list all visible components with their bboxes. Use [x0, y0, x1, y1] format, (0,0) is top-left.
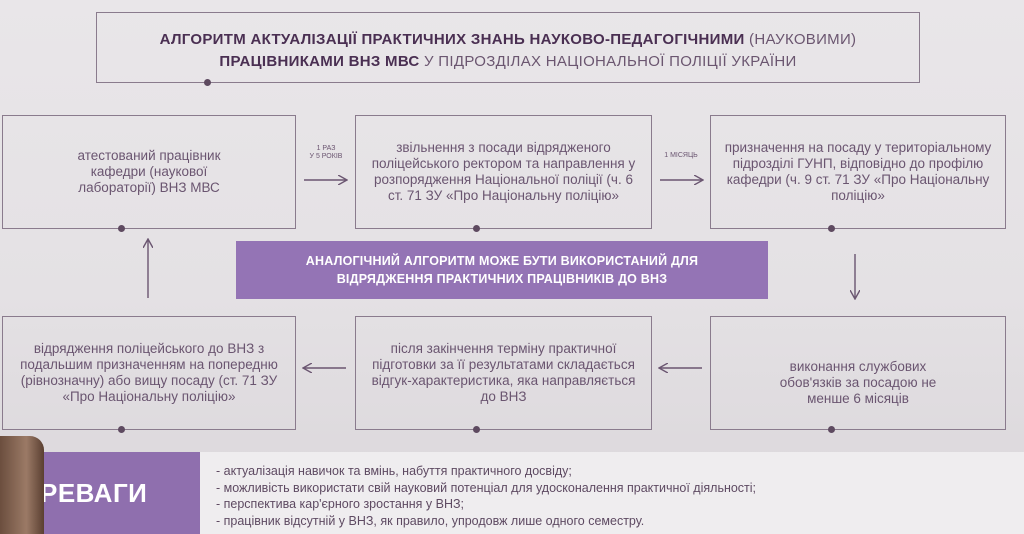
step-box-3-dot — [828, 225, 835, 232]
title-line-1: АЛГОРИТМ АКТУАЛІЗАЦІЇ ПРАКТИЧНИХ ЗНАНЬ Н… — [97, 31, 919, 48]
step-box-1-dot — [118, 225, 125, 232]
arrow-1-label: 1 РАЗ У 5 РОКІВ — [304, 145, 348, 161]
advantages-item: - можливість використати свій науковий п… — [216, 480, 757, 495]
center-banner-line-2: ВІДРЯДЖЕННЯ ПРАКТИЧНИХ ПРАЦІВНИКІВ ДО ВН… — [336, 272, 668, 286]
title-line-2: ПРАЦІВНИКАМИ ВНЗ МВС У ПІДРОЗДІЛАХ НАЦІО… — [97, 53, 919, 70]
step-box-6-text: відрядження поліцейського до ВНЗ з подал… — [20, 341, 278, 404]
step-box-3-text: призначення на посаду у територіальному … — [724, 140, 992, 203]
arrow-1-label-line-1: 1 РАЗ — [316, 145, 336, 152]
step-box-6-dot — [118, 426, 125, 433]
center-banner: АНАЛОГІЧНИЙ АЛГОРИТМ МОЖЕ БУТИ ВИКОРИСТА… — [236, 241, 768, 299]
advantages-item: - працівник відсутній у ВНЗ, як правило,… — [216, 513, 645, 528]
step-box-4-text: виконання службових обов'язків за посадо… — [779, 359, 937, 406]
step-box-5-text: після закінчення терміну практичної підг… — [371, 341, 636, 404]
title-line-1-bold: АЛГОРИТМ АКТУАЛІЗАЦІЇ ПРАКТИЧНИХ ЗНАНЬ Н… — [159, 31, 745, 48]
step-box-1: атестований працівник кафедри (наукової … — [2, 115, 296, 229]
step-box-1-text: атестований працівник кафедри (наукової … — [77, 148, 221, 195]
step-box-4: виконання службових обов'язків за посадо… — [710, 316, 1006, 430]
arrow-1-label-line-2: У 5 РОКІВ — [309, 153, 343, 160]
arrow-2-label: 1 МІСЯЦЬ — [656, 152, 706, 160]
advantages-item: - перспектива кар'єрного зростання у ВНЗ… — [216, 497, 465, 511]
arrow-2-label-text: 1 МІСЯЦЬ — [664, 152, 698, 159]
step-box-2-dot — [473, 225, 480, 232]
title-line-2-normal: У ПІДРОЗДІЛАХ НАЦІОНАЛЬНОЇ ПОЛІЦІЇ УКРАЇ… — [424, 53, 797, 70]
center-banner-line-1: АНАЛОГІЧНИЙ АЛГОРИТМ МОЖЕ БУТИ ВИКОРИСТА… — [305, 254, 699, 268]
title-frame: АЛГОРИТМ АКТУАЛІЗАЦІЇ ПРАКТИЧНИХ ЗНАНЬ Н… — [96, 12, 920, 83]
title-line-2-bold: ПРАЦІВНИКАМИ ВНЗ МВС — [219, 53, 420, 70]
step-box-5-dot — [473, 426, 480, 433]
podium-edge — [0, 436, 44, 534]
step-box-2-text: звільнення з посади відрядженого поліцей… — [371, 140, 636, 203]
step-box-2: звільнення з посади відрядженого поліцей… — [355, 115, 652, 229]
advantages-list: - актуалізація навичок та вмінь, набуття… — [216, 463, 756, 529]
title-line-1-normal: (НАУКОВИМИ) — [749, 31, 857, 48]
advantages-title: РЕВАГИ — [40, 478, 148, 508]
step-box-5: після закінчення терміну практичної підг… — [355, 316, 652, 430]
title-dot — [204, 79, 211, 86]
step-box-6: відрядження поліцейського до ВНЗ з подал… — [2, 316, 296, 430]
step-box-4-dot — [828, 426, 835, 433]
advantages-item: - актуалізація навичок та вмінь, набуття… — [216, 464, 572, 478]
step-box-3: призначення на посаду у територіальному … — [710, 115, 1006, 229]
